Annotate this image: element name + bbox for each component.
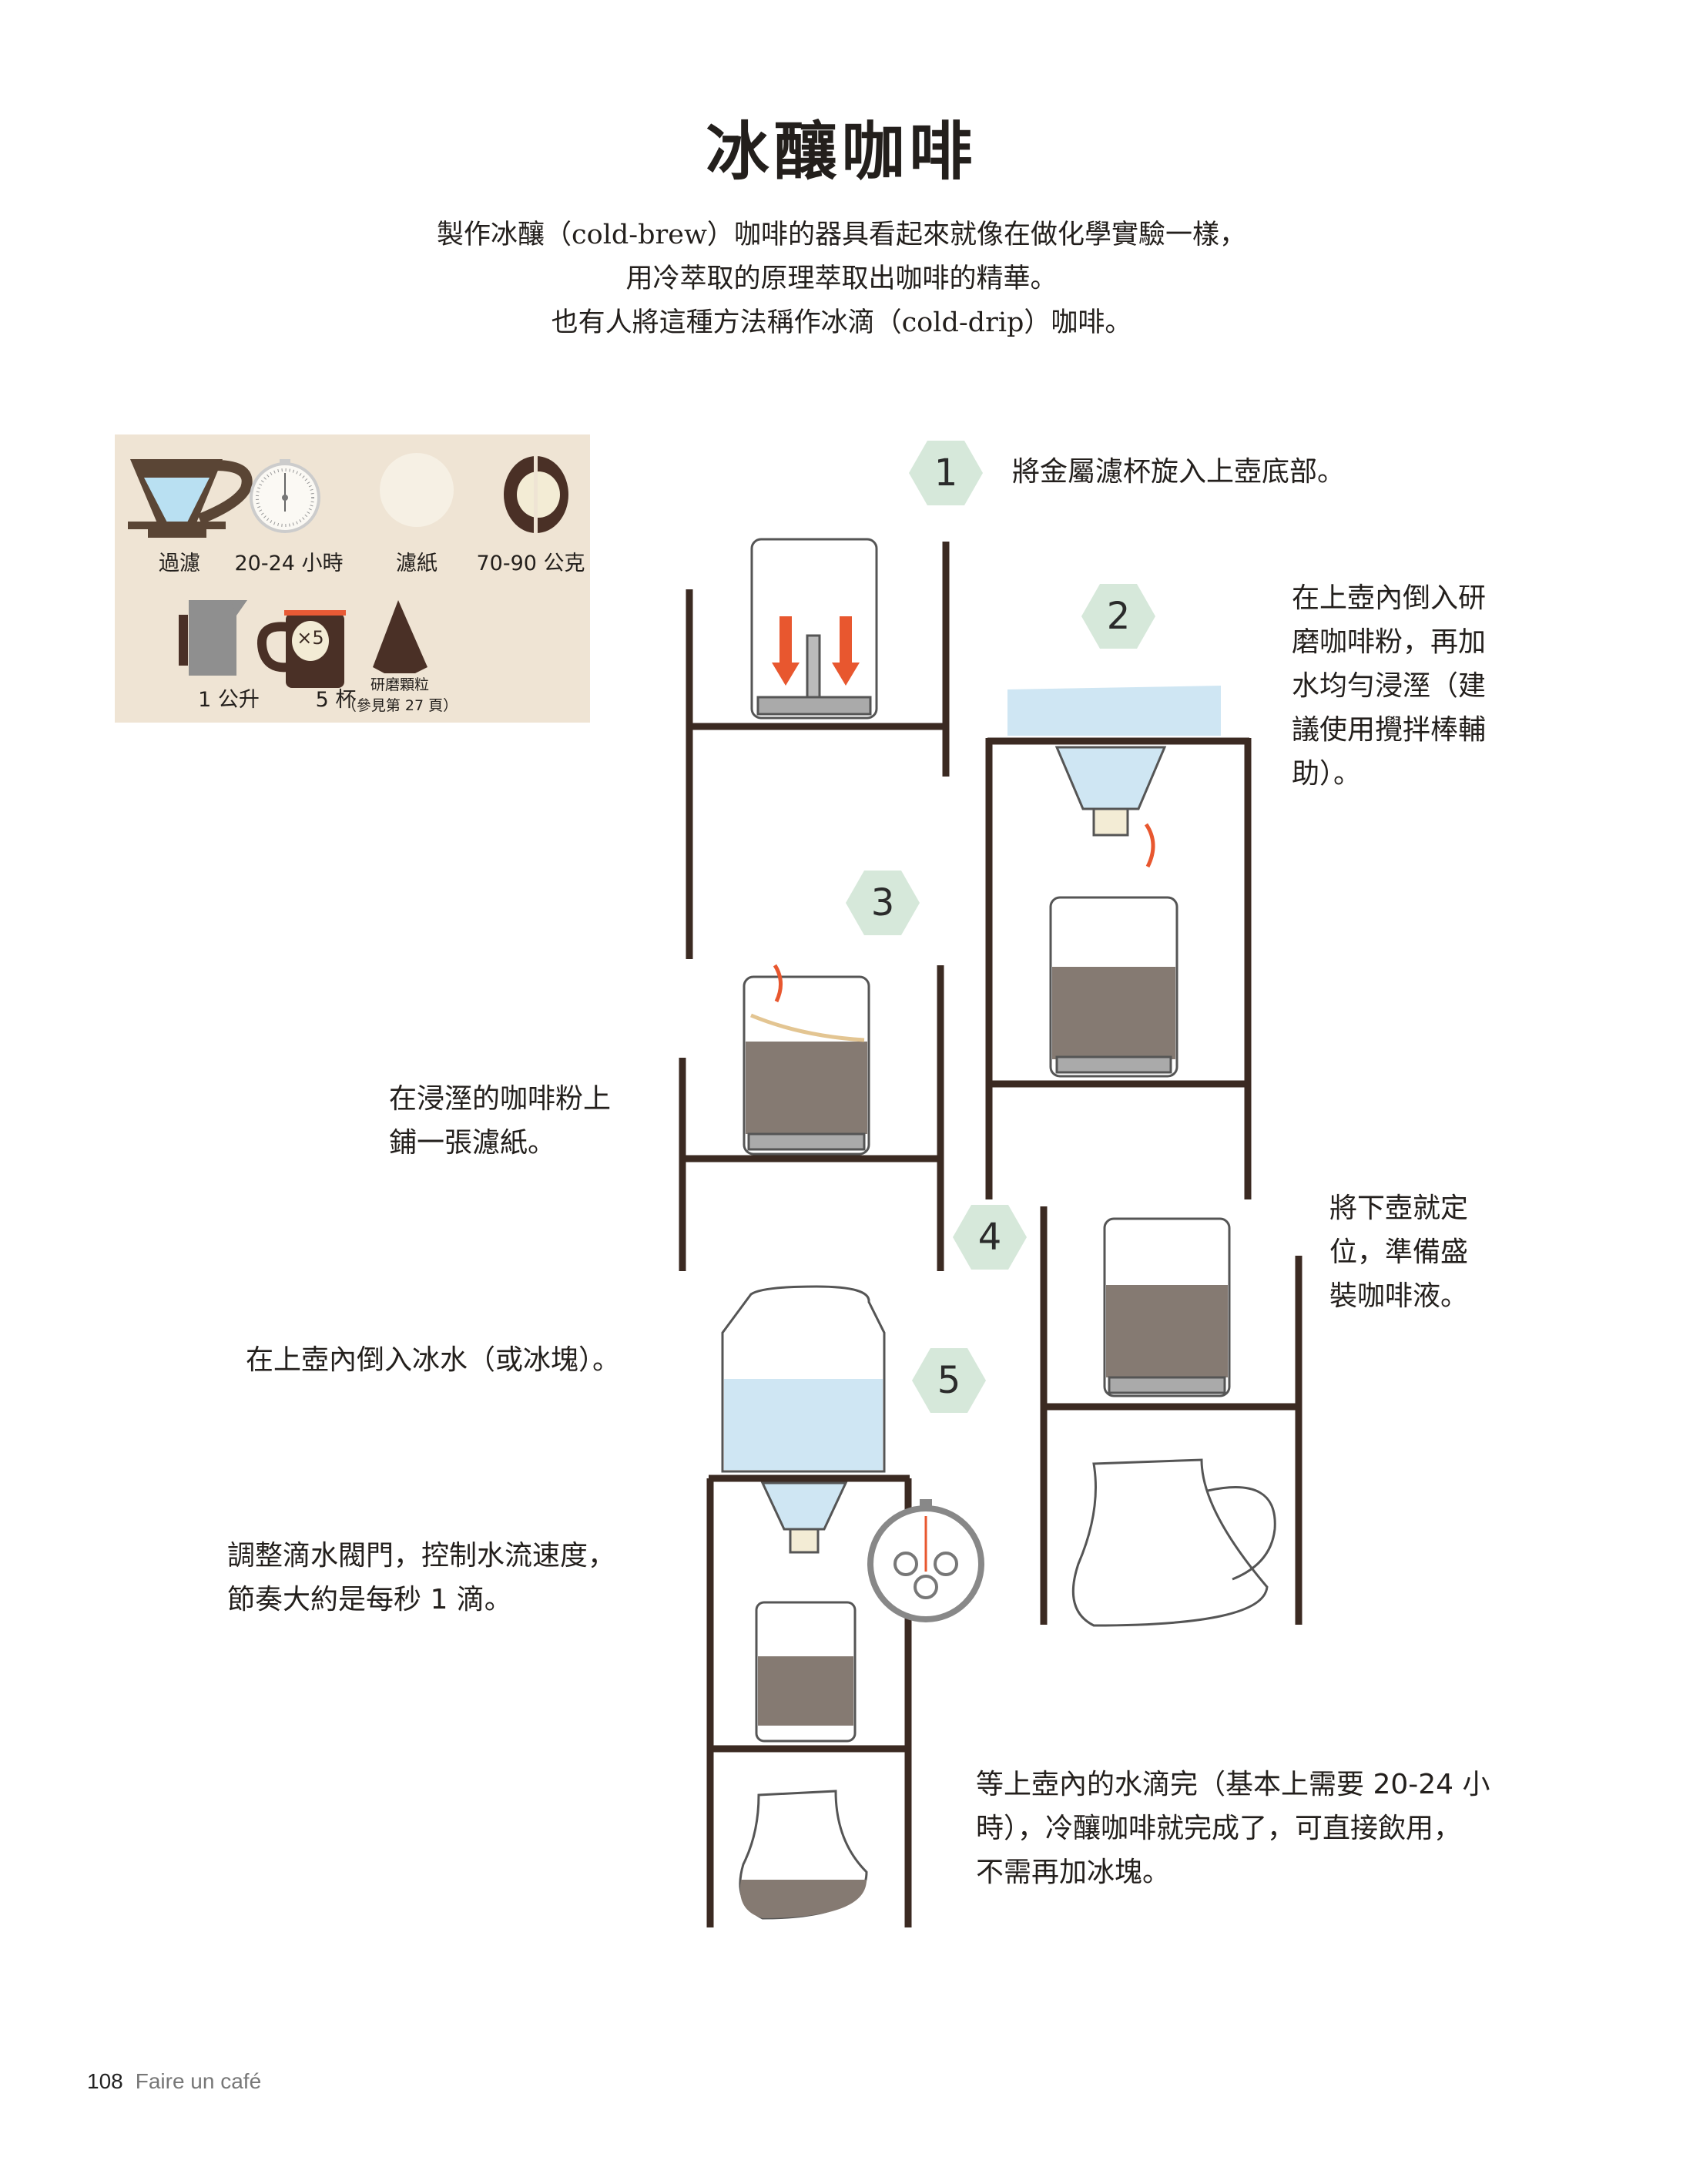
text-line: 鋪一張濾紙。 [389, 1127, 556, 1159]
text-line: 在上壺內倒入冰水（或冰塊）。 [246, 1344, 621, 1376]
text-line: 磨咖啡粉，再加 [1292, 626, 1487, 658]
tool-note: （參見第 27 頁） [341, 697, 458, 714]
step-number-2: 2 [1081, 584, 1155, 649]
text-line: 將金屬濾杯旋入上壺底部。 [1012, 456, 1346, 488]
text-line: 調整滴水閥門，控制水流速度， [227, 1540, 616, 1572]
text-line: 不需再加冰塊。 [976, 1857, 1171, 1888]
text-line: 時），冷釀咖啡就完成了，可直接飲用， [976, 1813, 1462, 1844]
final-note: 等上壺內的水滴完（基本上需要 20-24 小 時），冷釀咖啡就完成了，可直接飲用… [976, 1763, 1490, 1894]
text-line: 在浸溼的咖啡粉上 [389, 1083, 612, 1115]
page-number: 108 [87, 2069, 123, 2093]
intro-line-3: 也有人將這種方法稱作冰滴（cold-drip）咖啡。 [551, 307, 1132, 338]
dripper-icon [128, 459, 253, 538]
step-5-text: 在上壺內倒入冰水（或冰塊）。 [246, 1338, 620, 1382]
step-number-3: 3 [846, 871, 920, 935]
step-number-1: 1 [909, 441, 983, 505]
text-line: 助）。 [1292, 758, 1362, 790]
tools-panel: ×5 過濾 20-24 小時 濾紙 70-90 公克 1 公升 5 杯 研磨顆粒… [115, 434, 590, 723]
tool-label: 5 杯 [315, 688, 357, 712]
text-line: 節奏大約是每秒 1 滴。 [227, 1584, 512, 1615]
filter-paper-icon [380, 453, 454, 527]
arrow-icons [772, 616, 1155, 1003]
text-line: 在上壺內倒入研 [1292, 582, 1487, 614]
tool-label: 1 公升 [198, 688, 260, 712]
text-line: 等上壺內的水滴完（基本上需要 20-24 小 [976, 1769, 1490, 1800]
jars [721, 538, 1276, 1920]
tool-label: 濾紙 [396, 552, 438, 575]
tool-label: 研磨顆粒 [370, 676, 429, 693]
text-line: 位，準備盛 [1329, 1236, 1469, 1268]
mug-badge: ×5 [297, 627, 324, 649]
valve-note: 調整滴水閥門，控制水流速度， 節奏大約是每秒 1 滴。 [227, 1534, 615, 1622]
tool-label: 20-24 小時 [234, 552, 344, 575]
grind-pile-icon [373, 600, 427, 673]
text-line: 水均勻浸溼（建 [1292, 670, 1487, 702]
step-4-text: 將下壺就定 位，準備盛 裝咖啡液。 [1329, 1186, 1468, 1318]
timer-icon [250, 459, 320, 533]
text-line: 將下壺就定 [1329, 1193, 1469, 1224]
book-title: Faire un café [135, 2069, 262, 2093]
stands [679, 542, 1302, 1927]
water-jug-icon [179, 600, 247, 676]
step-number-4: 4 [953, 1205, 1027, 1270]
tools-icons [128, 453, 568, 688]
stopwatch-icon [867, 1499, 984, 1622]
page-footer: 108 Faire un café [87, 2069, 261, 2094]
page-title: 冰釀咖啡 [706, 116, 977, 189]
step-2-text: 在上壺內倒入研 磨咖啡粉，再加 水均勻浸溼（建 議使用攪拌棒輔 助）。 [1292, 576, 1486, 796]
intro-line-2: 用冷萃取的原理萃取出咖啡的精華。 [625, 263, 1058, 294]
coffee-bean-icon [504, 454, 568, 535]
tool-label: 過濾 [159, 552, 200, 575]
mug-icon [257, 610, 346, 688]
step-number-5: 5 [912, 1348, 986, 1413]
step-1-text: 將金屬濾杯旋入上壺底部。 [1012, 450, 1345, 494]
text-line: 議使用攪拌棒輔 [1292, 714, 1487, 746]
step-3-text: 在浸溼的咖啡粉上 鋪一張濾紙。 [389, 1077, 611, 1165]
tool-label: 70-90 公克 [476, 552, 585, 575]
text-line: 裝咖啡液。 [1329, 1280, 1469, 1312]
intro-line-1: 製作冰釀（cold-brew）咖啡的器具看起來就像在做化學實驗一樣， [437, 220, 1246, 250]
